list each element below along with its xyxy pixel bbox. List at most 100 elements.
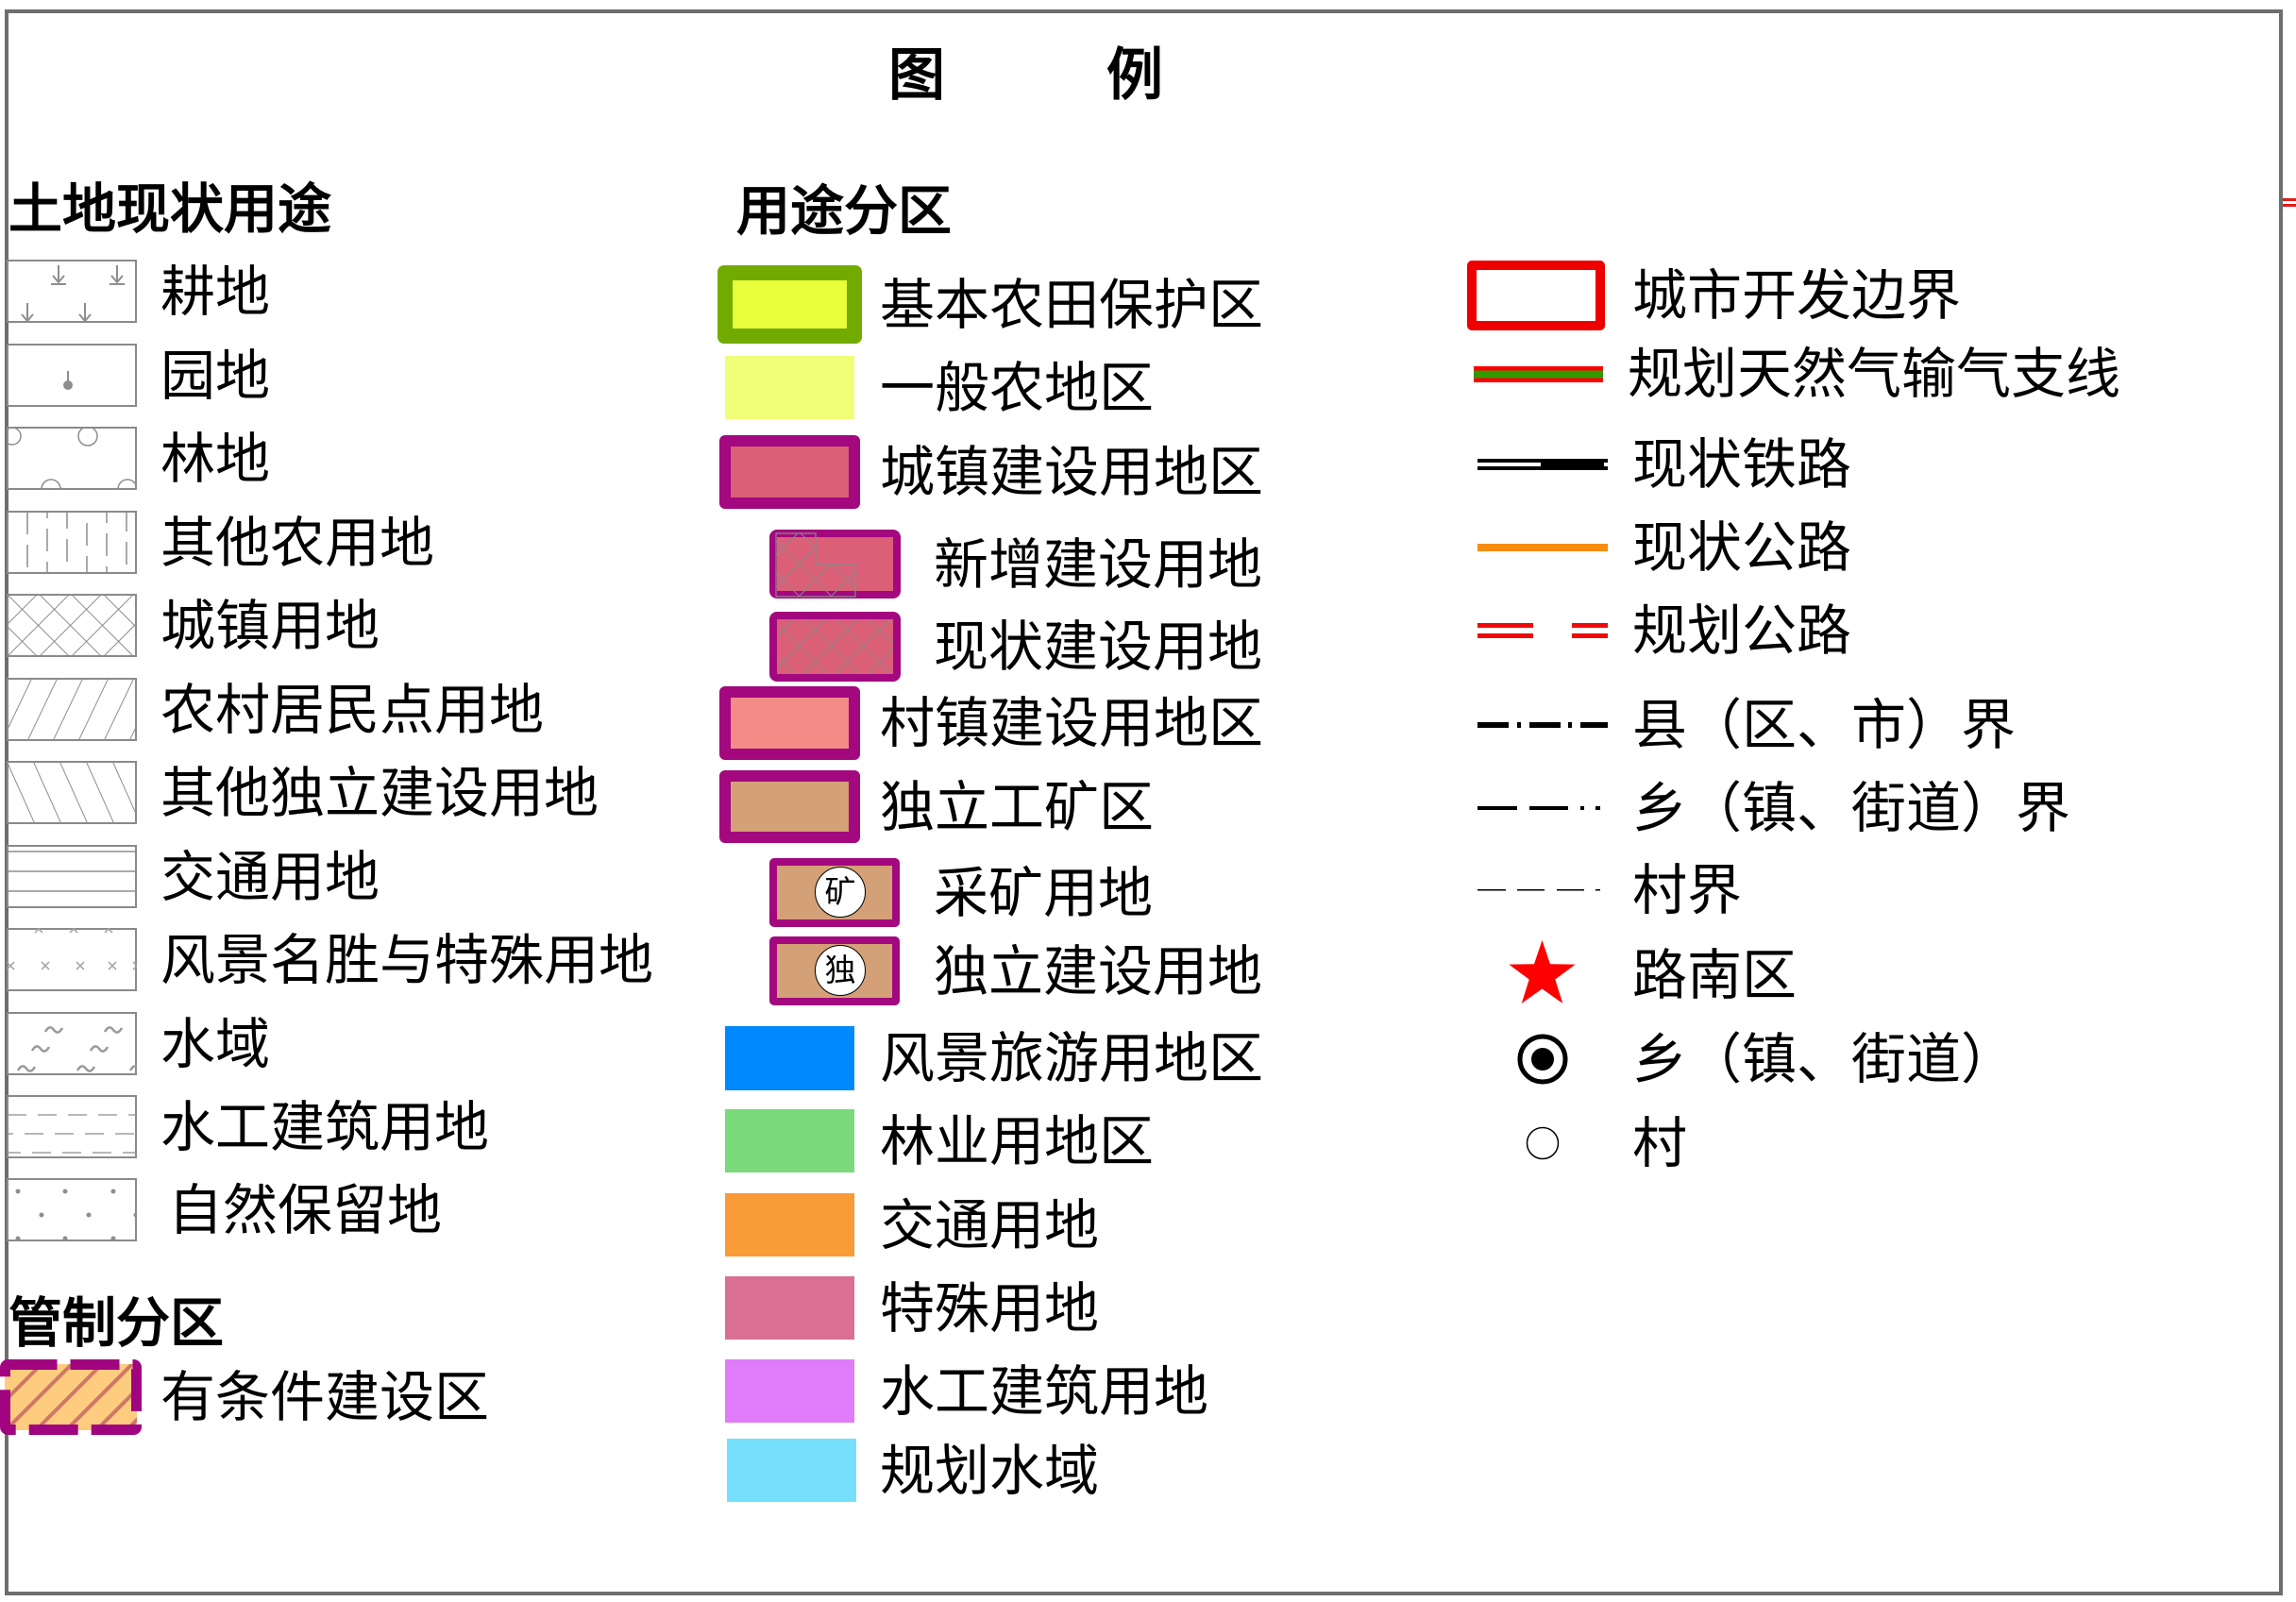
- legend-label: 园地: [160, 343, 271, 408]
- legend-item-water-area: 水域: [7, 1012, 724, 1075]
- legend-label: 一般农地区: [880, 355, 1155, 420]
- legend-label: 独立工矿区: [880, 774, 1155, 839]
- legend-label: 水域: [160, 1011, 271, 1076]
- legend-item-hydraulic-construction-zone: 水工建筑用地: [699, 1359, 1359, 1423]
- edge-fragment-mark: [2283, 204, 2296, 207]
- legend-label: 现状公路: [1632, 515, 1852, 580]
- legend-label: 水工建筑用地: [160, 1094, 490, 1159]
- color-swatch: 独: [769, 936, 900, 1005]
- pattern-box: [7, 511, 137, 574]
- star-shape: [1509, 940, 1576, 1003]
- dashed-hatched-box-icon: [0, 1359, 142, 1435]
- back-hatch-pattern-icon: [7, 761, 137, 824]
- legend-item-township-seat: 乡（镇、街道）: [1463, 1031, 2285, 1088]
- color-swatch: 矿: [769, 858, 900, 927]
- pipeline-inner: [1474, 370, 1603, 379]
- pattern-box: [7, 845, 137, 908]
- legend-item-basic-farmland-protection-zone: 基本农田保护区: [699, 265, 1359, 344]
- color-swatch: [718, 265, 862, 344]
- circles-pattern-icon: [7, 427, 137, 490]
- pattern-box: [7, 1012, 137, 1075]
- legend-item-urban-development-boundary: 城市开发边界: [1463, 261, 2285, 330]
- color-swatch: [719, 435, 860, 509]
- legend-item-garden-land: 园地: [7, 344, 724, 407]
- horizontal-dashes-pattern-icon: [7, 1095, 137, 1158]
- arrow-marks: [21, 265, 125, 323]
- pattern-box: [7, 928, 137, 991]
- forward-hatch-pattern-icon: [7, 678, 137, 741]
- overlay-outline: [775, 532, 856, 598]
- tilde-marks: [16, 1026, 137, 1072]
- legend-label: 林业用地区: [880, 1108, 1155, 1173]
- legend-item-forestry-zone: 林业用地区: [699, 1109, 1359, 1172]
- dash-dot-line-thick-icon: [1477, 722, 1608, 728]
- crosshatch-overlay: [777, 619, 893, 674]
- legend-label: 自然保留地: [168, 1177, 443, 1242]
- legend-item-new-construction-land: 新增建设用地: [699, 530, 1359, 599]
- legend-label: 风景旅游用地区: [880, 1026, 1264, 1090]
- edge-fragment-mark: [2283, 198, 2296, 201]
- village-circle: [1526, 1126, 1560, 1160]
- pattern-box: [7, 761, 137, 824]
- red-green-red-line-icon: [1474, 366, 1603, 382]
- section-heading-land-use-status: 土地现状用途: [8, 177, 331, 241]
- color-swatch: [719, 770, 860, 843]
- legend-label: 独立建设用地: [934, 938, 1263, 1003]
- crosshatch-pattern-icon: [7, 594, 137, 657]
- railway-inner-stripe: [1604, 463, 1608, 466]
- legend-label: 城市开发边界: [1632, 263, 1962, 328]
- legend-label: 村: [1632, 1111, 1688, 1175]
- legend-label: 新增建设用地: [934, 531, 1263, 597]
- crosshatch-lines: [7, 594, 137, 657]
- legend-item-hydraulic-construction-land: 水工建筑用地: [7, 1095, 724, 1158]
- legend-label: 其他独立建设用地: [160, 760, 599, 825]
- orange-line-icon: [1477, 544, 1608, 551]
- legend-item-village: 村: [1463, 1116, 2285, 1171]
- legend-item-forest-land: 林地: [7, 427, 724, 490]
- pattern-box: [7, 344, 137, 407]
- pin-dot: [63, 380, 73, 390]
- legend-item-natural-reserve-land: 自然保留地: [7, 1178, 724, 1241]
- legend-label: 农村居民点用地: [160, 677, 545, 742]
- legend-label: 现状铁路: [1632, 432, 1852, 497]
- legend-item-urban-construction-zone: 城镇建设用地区: [699, 435, 1359, 509]
- legend-label: 乡（镇、街道）: [1632, 1027, 2017, 1091]
- legend-item-independent-construction-land: 独 独立建设用地: [699, 936, 1359, 1005]
- seat-ring: [1517, 1034, 1568, 1085]
- legend-item-scenic-special-land: 风景名胜与特殊用地: [7, 928, 724, 991]
- swatch-box: [769, 612, 901, 682]
- circle-dot-icon: [1517, 1034, 1568, 1085]
- legend-label: 城镇建设用地区: [880, 440, 1264, 504]
- dash-dot-dot-line-icon: [1477, 806, 1600, 810]
- crosshatch-swatch-icon: [769, 612, 901, 682]
- legend-title-left: 图: [888, 42, 945, 109]
- dot-marks: [15, 1189, 137, 1241]
- color-swatch: [725, 1109, 854, 1172]
- partial-crosshatch-swatch-icon: [769, 530, 901, 599]
- horizontal-dash-lines: [8, 1114, 136, 1154]
- legend-item-general-farmland-zone: 一般农地区: [699, 356, 1359, 419]
- legend-label: 水工建筑用地: [880, 1358, 1209, 1424]
- color-swatch: [725, 356, 854, 419]
- pattern-box: [7, 678, 137, 741]
- legend-item-lunan-district: 路南区: [1463, 939, 2285, 1011]
- legend-item-transport-land: 交通用地: [7, 845, 724, 908]
- highway-line: [1477, 544, 1608, 551]
- x-marks-pattern-icon: [7, 928, 137, 991]
- horizontal-lines-pattern-icon: [7, 845, 137, 908]
- zone-dashed-border: [0, 1359, 142, 1435]
- legend-label: 现状建设用地: [934, 615, 1263, 679]
- railway-inner-stripe: [1477, 463, 1541, 466]
- pin-dot-pattern-icon: [7, 344, 137, 407]
- railway-body: [1477, 459, 1608, 470]
- legend-item-transport-zone: 交通用地: [699, 1193, 1359, 1256]
- legend-item-existing-highway: 现状公路: [1463, 520, 2285, 575]
- pattern-box: [7, 1095, 137, 1158]
- legend-label: 规划水域: [880, 1438, 1100, 1503]
- legend-label: 规划天然气输气支线: [1628, 342, 2121, 406]
- legend-item-independent-industrial-mining-zone: 独立工矿区: [699, 770, 1359, 843]
- section-heading-use-zones: 用途分区: [736, 179, 952, 243]
- legend-item-planned-gas-branch-pipeline: 规划天然气输气支线: [1463, 346, 2285, 401]
- legend-label: 其他农用地: [160, 510, 435, 575]
- color-swatch: [727, 1439, 856, 1502]
